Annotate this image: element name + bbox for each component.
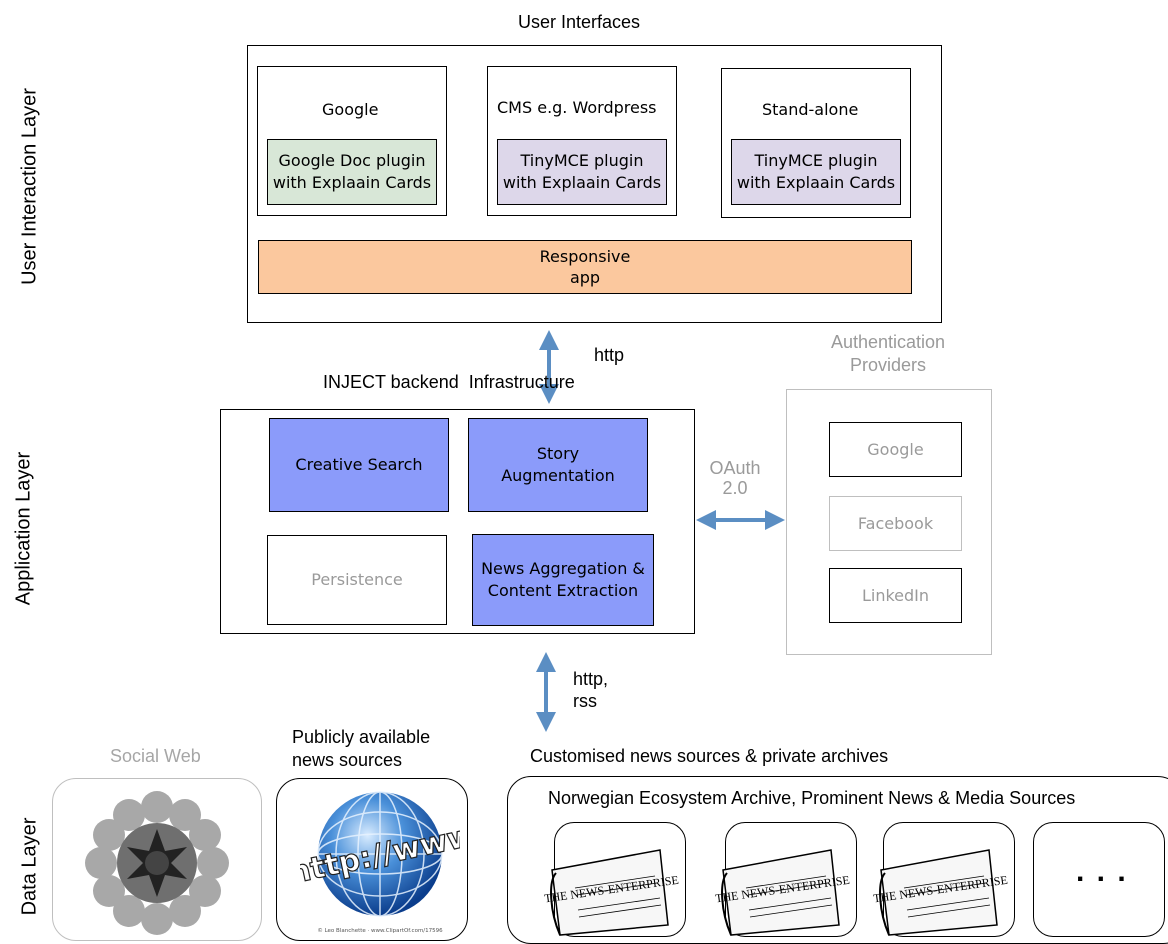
newspaper-icon: THE NEWS-ENTERPRISE — [714, 849, 851, 936]
auth-provider-facebook: Facebook — [829, 496, 962, 551]
http-rss-label: http, rss — [573, 669, 609, 711]
social-web-title: Social Web — [110, 746, 201, 766]
cms-plugin-line1: TinyMCE plugin — [520, 151, 644, 170]
oauth-label: OAuth 2.0 — [709, 458, 761, 498]
google-doc-plugin-line1: Google Doc plugin — [278, 151, 426, 170]
google-ui-title: Google — [322, 100, 379, 119]
user-interfaces-title: User Interfaces — [518, 12, 641, 32]
cms-ui-title: CMS e.g. Wordpress — [497, 98, 657, 117]
globe-credit: © Leo Blanchette · www.ClipartOf.com/175… — [317, 927, 443, 934]
newspaper-icon: THE NEWS-ENTERPRISE — [543, 849, 680, 936]
auth-provider-google: Google — [829, 422, 962, 477]
responsive-app-line2: app — [569, 268, 601, 287]
standalone-tinymce-plugin: TinyMCE plugin with Explaain Cards — [731, 139, 901, 205]
news-aggregation-line2: Content Extraction — [487, 581, 639, 600]
custom-sources-title: Customised news sources & private archiv… — [530, 746, 889, 766]
newspaper-icon: THE NEWS-ENTERPRISE — [872, 849, 1009, 936]
news-aggregation-line1: News Aggregation & — [481, 559, 645, 578]
globe-icon: http://www © Leo Blanchette · www.Clipar… — [300, 791, 460, 934]
cms-tinymce-plugin: TinyMCE plugin with Explaain Cards — [497, 139, 667, 205]
standalone-plugin-line1: TinyMCE plugin — [754, 151, 878, 170]
social-web-image — [85, 791, 229, 935]
cms-plugin-line2: with Explaain Cards — [502, 173, 662, 192]
http-label-top: http — [594, 345, 625, 365]
backend-title: INJECT backend Infrastructure — [323, 372, 575, 392]
standalone-ui-title: Stand-alone — [762, 100, 859, 119]
google-doc-plugin-line2: with Explaain Cards — [272, 173, 432, 192]
news-aggregation-module: News Aggregation & Content Extraction — [472, 534, 654, 626]
responsive-app: Responsive app — [258, 240, 912, 294]
story-augmentation-line2: Augmentation — [501, 466, 615, 485]
creative-search-module: Creative Search — [269, 418, 449, 512]
responsive-app-line1: Responsive — [539, 247, 631, 266]
archive-title: Norwegian Ecosystem Archive, Prominent N… — [548, 788, 1076, 808]
auth-providers-title: Authentication Providers — [830, 332, 946, 375]
more-sources-dots: . . . — [1076, 855, 1128, 888]
story-augmentation-line1: Story — [536, 444, 580, 463]
auth-provider-linkedin: LinkedIn — [829, 568, 962, 623]
google-doc-plugin: Google Doc plugin with Explaain Cards — [267, 139, 437, 205]
more-sources-card — [1033, 822, 1165, 937]
standalone-plugin-line2: with Explaain Cards — [736, 173, 896, 192]
public-sources-title: Publicly available news sources — [292, 727, 431, 770]
story-augmentation-module: Story Augmentation — [468, 418, 648, 512]
persistence-module: Persistence — [267, 535, 447, 625]
